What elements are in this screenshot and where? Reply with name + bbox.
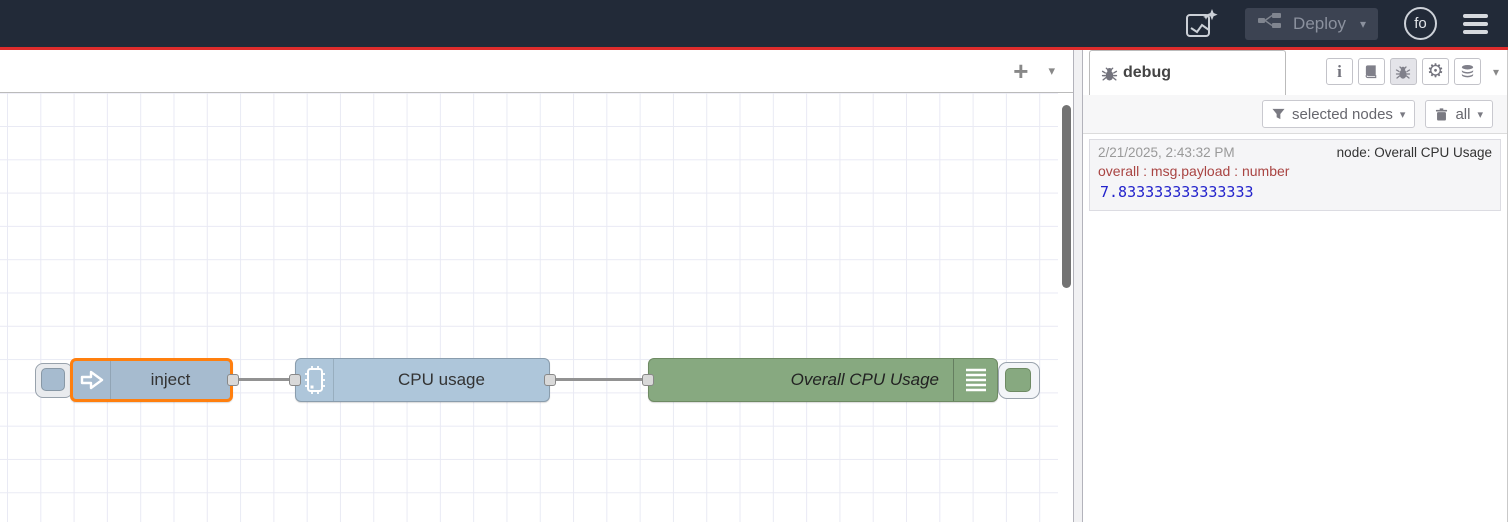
config-tab-button[interactable]: ⚙ bbox=[1421, 58, 1449, 85]
clear-messages-button[interactable]: all ▾ bbox=[1425, 100, 1493, 128]
message-value[interactable]: 7.833333333333333 bbox=[1100, 183, 1254, 201]
header-bar: Deploy ▾ fo bbox=[0, 0, 1508, 47]
context-tab-button[interactable] bbox=[1453, 58, 1481, 85]
clear-label: all bbox=[1455, 105, 1471, 123]
debug-sidebar: debug i ⚙ ▾ selected nodes ▾ all ▾ bbox=[1083, 50, 1508, 522]
info-tab-button[interactable]: i bbox=[1325, 58, 1353, 85]
flow-list-caret-icon[interactable]: ▾ bbox=[1048, 63, 1055, 78]
port-input[interactable] bbox=[289, 374, 301, 386]
debug-lines-icon bbox=[953, 359, 997, 401]
workspace: + ▾ inject bbox=[0, 50, 1508, 522]
flow-canvas[interactable]: inject CPU bbox=[0, 93, 1073, 522]
port-output[interactable] bbox=[544, 374, 556, 386]
sidebar-tabbar: debug i ⚙ ▾ bbox=[1083, 50, 1507, 95]
avatar-initials: fo bbox=[1414, 15, 1427, 32]
filter-nodes-label: selected nodes bbox=[1292, 105, 1393, 123]
debug-message[interactable]: 2/21/2025, 2:43:32 PM node: Overall CPU … bbox=[1089, 139, 1501, 211]
canvas-vertical-scrollbar[interactable] bbox=[1062, 105, 1071, 288]
message-timestamp: 2/21/2025, 2:43:32 PM bbox=[1098, 145, 1235, 160]
header-accent-line bbox=[0, 47, 1508, 50]
debug-message-list: 2/21/2025, 2:43:32 PM node: Overall CPU … bbox=[1083, 134, 1507, 216]
node-overall-cpu-usage[interactable]: Overall CPU Usage bbox=[648, 358, 998, 402]
filter-nodes-button[interactable]: selected nodes ▾ bbox=[1262, 100, 1416, 128]
node-inject[interactable]: inject bbox=[70, 358, 233, 402]
deploy-label: Deploy bbox=[1293, 13, 1346, 33]
inject-trigger-button[interactable] bbox=[35, 363, 73, 398]
canvas-grid bbox=[0, 93, 1058, 522]
gear-icon: ⚙ bbox=[1426, 61, 1444, 82]
node-label: Overall CPU Usage bbox=[790, 370, 939, 389]
port-input[interactable] bbox=[642, 374, 654, 386]
flow-tabbar: + ▾ bbox=[0, 50, 1073, 93]
user-avatar[interactable]: fo bbox=[1404, 7, 1437, 40]
deploy-caret-icon[interactable]: ▾ bbox=[1359, 16, 1366, 31]
node-cpu-usage[interactable]: CPU usage bbox=[295, 358, 550, 402]
info-icon: i bbox=[1337, 61, 1342, 81]
debug-tab-label: debug bbox=[1123, 64, 1171, 81]
sidebar-splitter[interactable] bbox=[1073, 50, 1083, 522]
add-flow-icon[interactable]: + bbox=[1013, 56, 1029, 86]
tab-debug[interactable]: debug bbox=[1089, 50, 1286, 95]
debug-tab-button[interactable] bbox=[1389, 58, 1417, 85]
node-label: CPU usage bbox=[398, 370, 485, 389]
wire[interactable] bbox=[550, 378, 648, 381]
editor-column: + ▾ inject bbox=[0, 50, 1073, 522]
message-property: overall : msg.payload : number bbox=[1098, 163, 1290, 179]
main-menu-icon[interactable] bbox=[1463, 13, 1488, 34]
sidebar-options-caret-icon[interactable]: ▾ bbox=[1492, 64, 1499, 79]
sidebar-toolbar: i ⚙ ▾ bbox=[1325, 58, 1499, 85]
help-tab-button[interactable] bbox=[1357, 58, 1385, 85]
message-node-name: node: Overall CPU Usage bbox=[1336, 145, 1492, 160]
inject-arrow-icon bbox=[73, 361, 111, 399]
port-output[interactable] bbox=[227, 374, 239, 386]
inject-trigger-inner bbox=[41, 368, 65, 391]
bug-icon bbox=[1101, 65, 1118, 82]
debug-toggle-inner bbox=[1005, 368, 1031, 392]
funnel-icon bbox=[1272, 108, 1285, 121]
clear-caret-icon: ▾ bbox=[1477, 108, 1483, 121]
filter-caret-icon: ▾ bbox=[1399, 108, 1406, 121]
cpu-chip-icon bbox=[296, 359, 334, 401]
node-label: inject bbox=[150, 370, 191, 389]
debug-toggle-button[interactable] bbox=[998, 362, 1040, 399]
debug-filter-row: selected nodes ▾ all ▾ bbox=[1083, 95, 1507, 134]
deploy-icon bbox=[1257, 12, 1283, 35]
wire[interactable] bbox=[233, 378, 295, 381]
assistant-icon[interactable] bbox=[1183, 7, 1219, 41]
database-icon bbox=[1460, 64, 1475, 79]
bug-icon bbox=[1395, 64, 1411, 80]
book-icon bbox=[1364, 64, 1379, 79]
trash-icon bbox=[1435, 108, 1448, 121]
deploy-button[interactable]: Deploy ▾ bbox=[1245, 7, 1378, 40]
